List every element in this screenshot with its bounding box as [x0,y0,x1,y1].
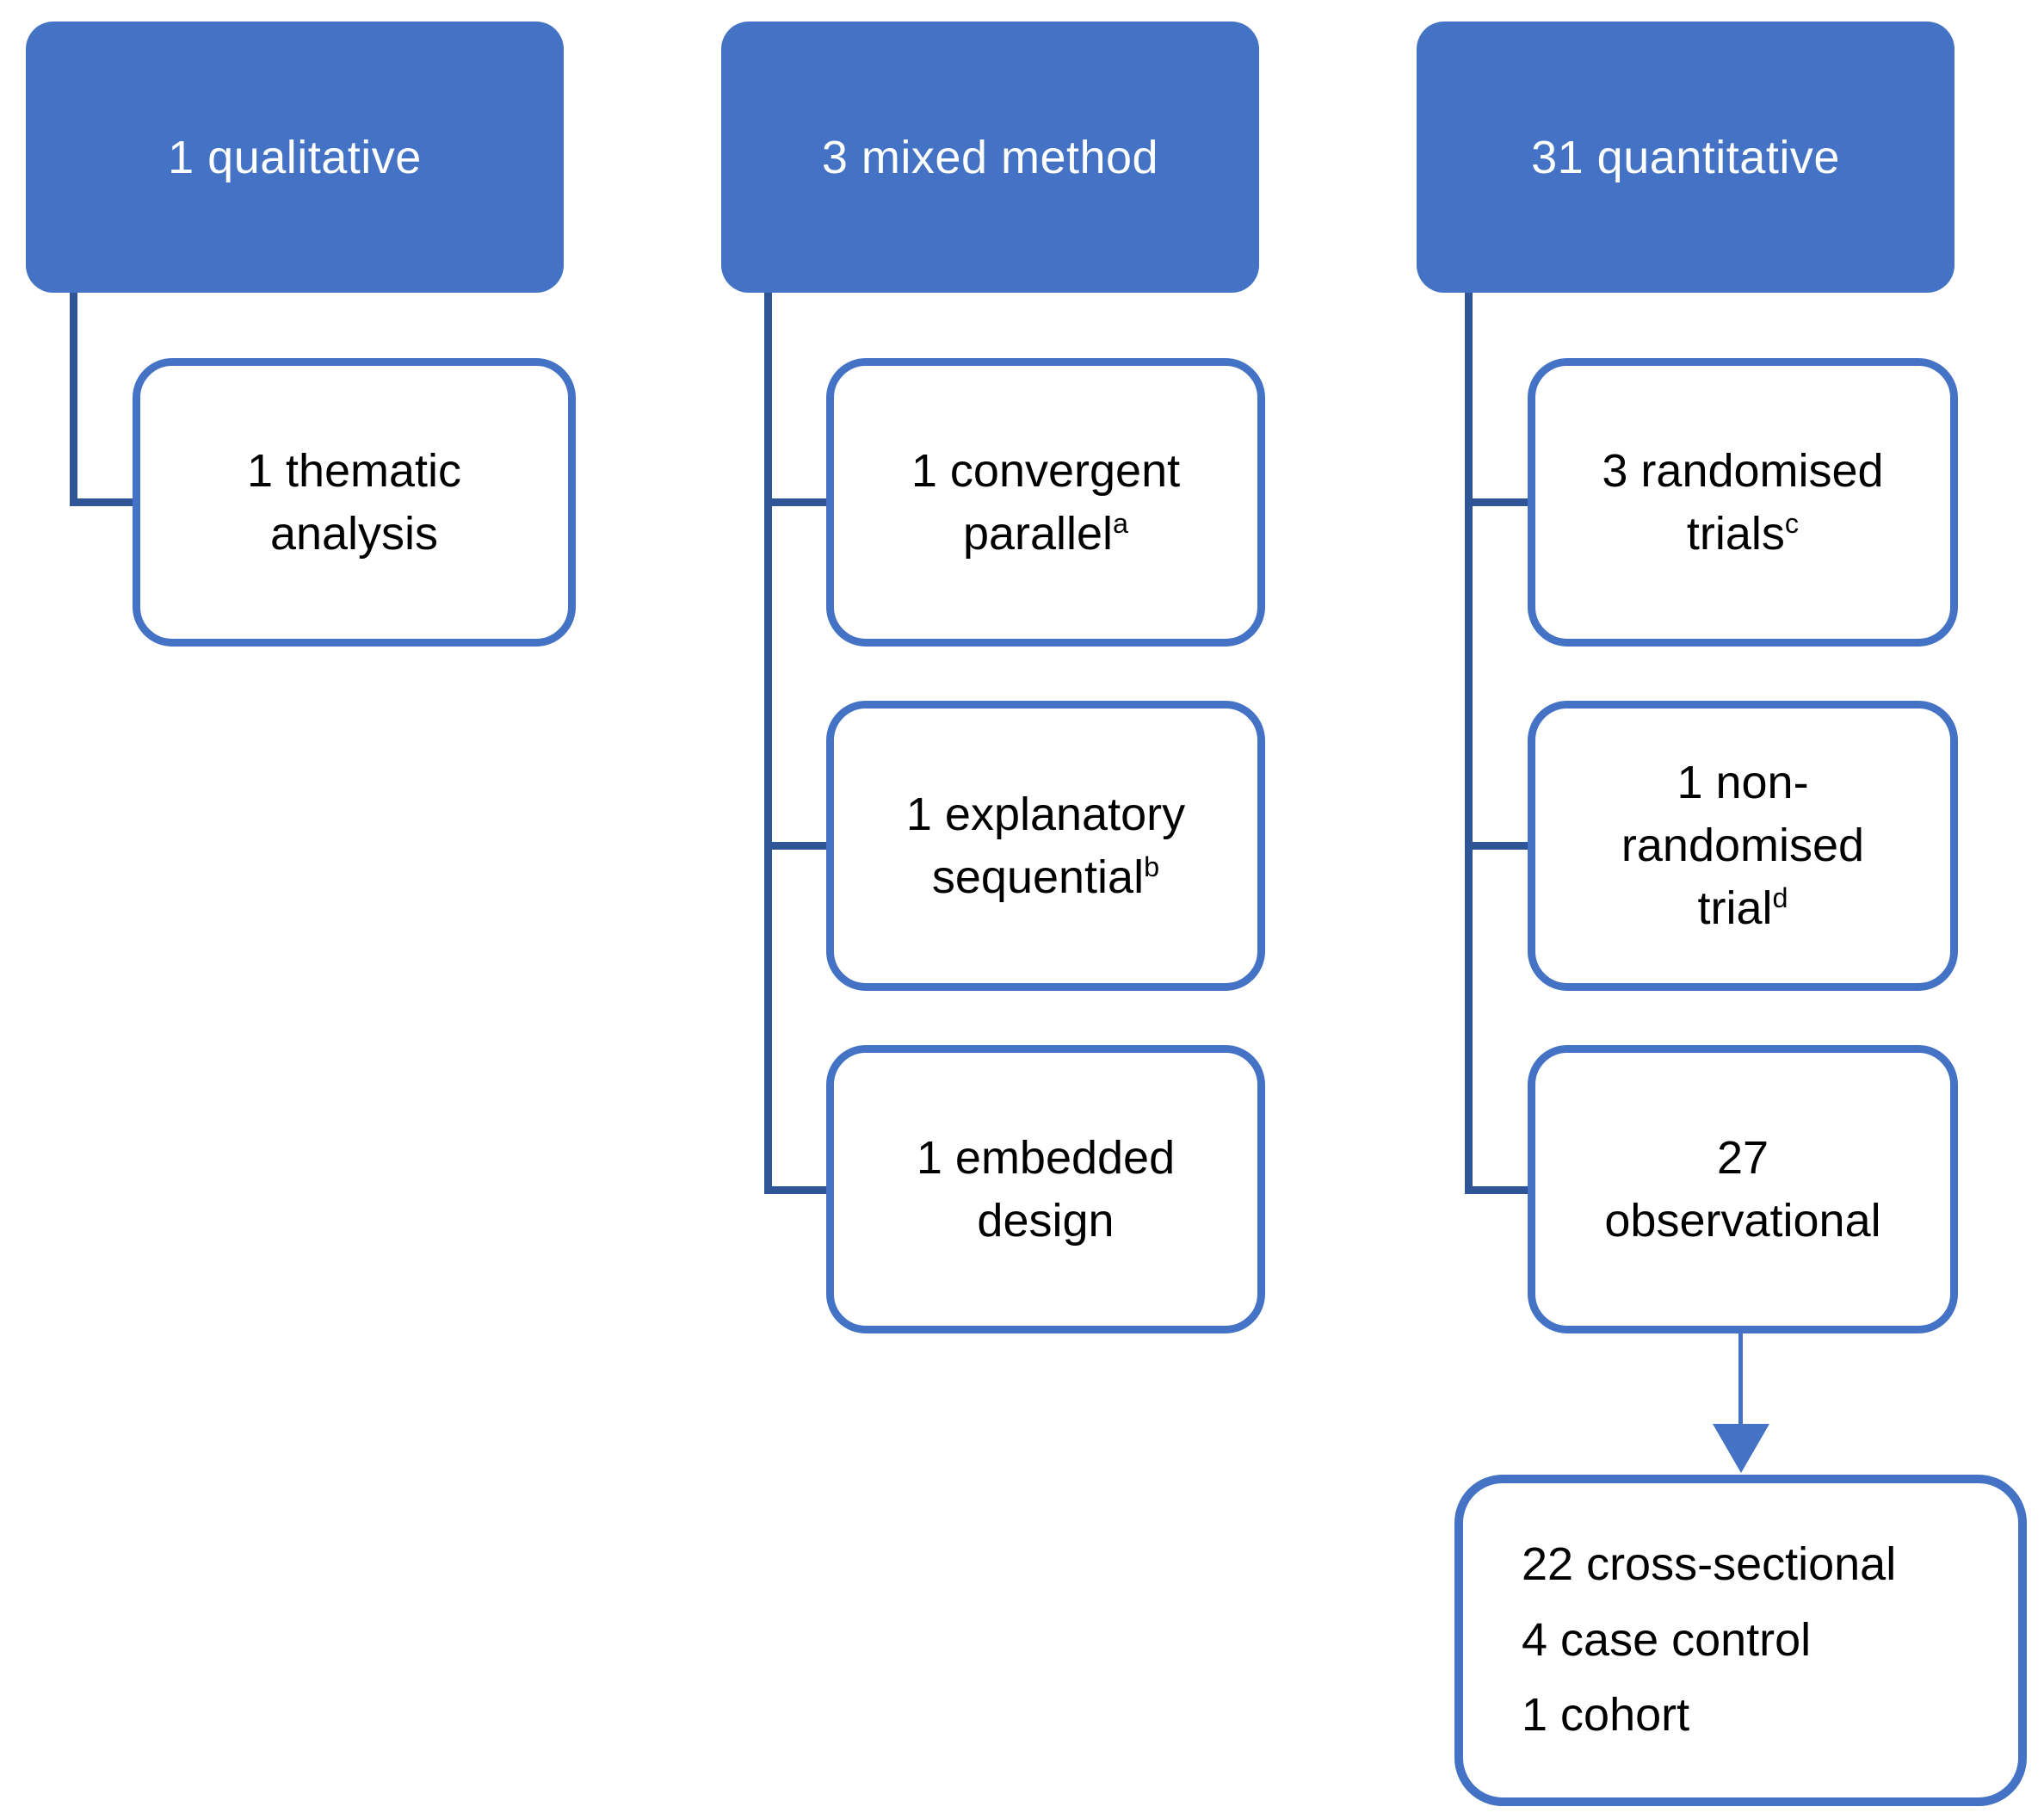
box-explanatory-sequential: 1 explanatory sequentialb [826,701,1265,991]
connector-mixed-method-stub-3 [764,1186,826,1194]
box-non-randomised-trial: 1 non- randomised triald [1528,701,1958,991]
connector-quantitative-vertical [1465,293,1473,1194]
connector-quantitative-stub-1 [1465,498,1528,506]
superscript-d: d [1772,882,1788,913]
box-randomised-trials: 3 randomised trialsc [1528,358,1958,647]
box-thematic-analysis: 1 thematic analysis [133,358,576,647]
box-embedded-design-label: 1 embedded design [916,1131,1176,1247]
header-qualitative: 1 qualitative [26,22,564,293]
box-observational-breakdown: 22 cross-sectional 4 case control 1 coho… [1454,1475,2027,1806]
box-convergent-parallel-label: 1 convergent parallel [911,444,1181,560]
superscript-b: b [1144,851,1160,882]
superscript-a: a [1113,507,1129,539]
arrow-down-head-icon [1713,1424,1769,1473]
connector-quantitative-stub-3 [1465,1186,1528,1194]
breakdown-line-cohort: 1 cohort [1522,1689,1690,1742]
connector-qualitative-stub [70,498,133,506]
connector-mixed-method-vertical [764,293,772,1194]
superscript-c: c [1784,507,1800,539]
arrow-down-line [1738,1333,1743,1428]
connector-mixed-method-stub-2 [764,842,826,850]
box-randomised-trials-label: 3 randomised trials [1602,444,1884,560]
box-thematic-analysis-label: 1 thematic analysis [246,444,462,560]
header-quantitative: 31 quantitative [1417,22,1954,293]
breakdown-line-cross-sectional: 22 cross-sectional [1522,1538,1897,1591]
breakdown-line-case-control: 4 case control [1522,1613,1812,1666]
box-observational: 27 observational [1528,1045,1958,1333]
box-non-randomised-trial-label: 1 non- randomised trial [1621,757,1865,934]
connector-quantitative-stub-2 [1465,842,1528,850]
box-observational-label: 27 observational [1604,1131,1881,1247]
box-embedded-design: 1 embedded design [826,1045,1265,1333]
box-explanatory-sequential-label: 1 explanatory sequential [905,788,1186,903]
connector-mixed-method-stub-1 [764,498,826,506]
header-mixed-method: 3 mixed method [721,22,1259,293]
box-convergent-parallel: 1 convergent parallela [826,358,1265,647]
connector-qualitative-vertical [70,293,77,506]
